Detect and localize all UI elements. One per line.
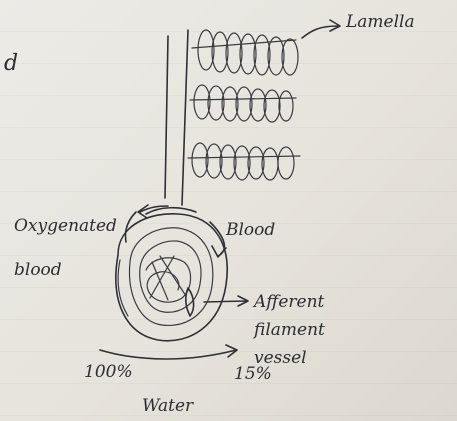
percent-right-label: 15% [234,364,272,384]
water-label: Water [142,396,193,416]
oxygenated-blood-label: Oxygenated blood [14,204,117,292]
blood-label: Blood [226,220,275,240]
lamella-label: Lamella [346,12,415,32]
water-flow-arrow [100,345,237,359]
filament-right-edge [182,30,188,205]
lamella-row-middle [190,85,296,122]
corner-letter: d [4,54,18,74]
lamella-pointer-arrow [302,20,340,38]
afferent-filament-vessel-label: Afferent filament vessel [254,288,325,372]
filament-left-edge [165,36,168,198]
vessel-cross-section [116,208,227,341]
percent-left-label: 100% [84,362,133,382]
lamella-row-top [192,30,298,75]
afferent-vessel-pointer-arrow [204,296,248,306]
lamella-row-bottom [188,143,300,180]
